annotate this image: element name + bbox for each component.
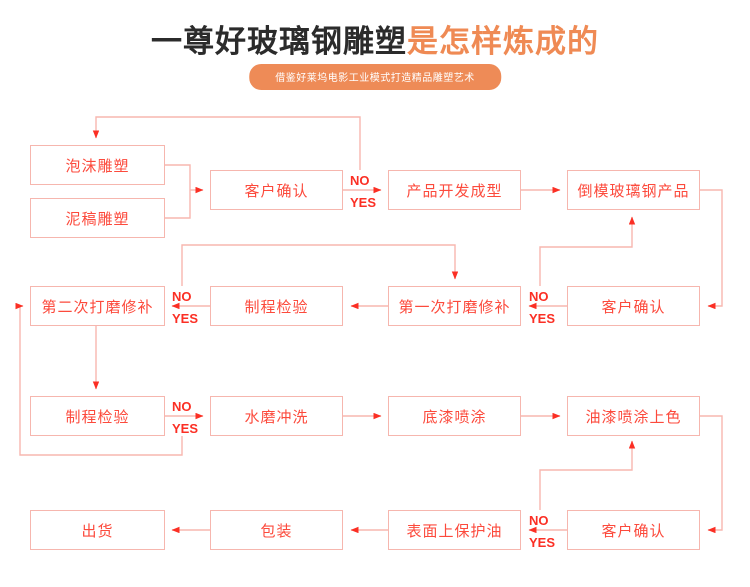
- decision-no-1: NO: [350, 173, 370, 188]
- decision-yes-2: YES: [529, 311, 556, 326]
- node-paomo-diaosu[interactable]: 泡沫雕塑: [30, 145, 165, 185]
- node-nigao-diaosu[interactable]: 泥稿雕塑: [30, 198, 165, 238]
- page-title: 一尊好玻璃钢雕塑是怎样炼成的: [0, 16, 750, 61]
- node-diqi-pentu[interactable]: 底漆喷涂: [388, 396, 521, 436]
- decision-yes-1: YES: [350, 195, 377, 210]
- node-zhicheng-jianyan-1[interactable]: 制程检验: [210, 286, 343, 326]
- page-title-dark-part: 一尊好玻璃钢雕塑: [151, 24, 407, 60]
- node-diyici-damo[interactable]: 第一次打磨修补: [388, 286, 521, 326]
- node-zhicheng-jianyan-2[interactable]: 制程检验: [30, 396, 165, 436]
- decision-no-3: NO: [172, 289, 192, 304]
- decision-no-2: NO: [529, 289, 549, 304]
- node-shuimo-chongxi[interactable]: 水磨冲洗: [210, 396, 343, 436]
- node-chuhuo[interactable]: 出货: [30, 510, 165, 550]
- node-dierci-damo[interactable]: 第二次打磨修补: [30, 286, 165, 326]
- node-chanpin-kaifa[interactable]: 产品开发成型: [388, 170, 521, 210]
- node-kehu-queren-1[interactable]: 客户确认: [210, 170, 343, 210]
- decision-yes-5: YES: [529, 535, 556, 550]
- page-title-accent-part: 是怎样炼成的: [407, 24, 599, 60]
- node-baozhuang[interactable]: 包装: [210, 510, 343, 550]
- node-biaomian-baohuyou[interactable]: 表面上保护油: [388, 510, 521, 550]
- decision-no-4: NO: [172, 399, 192, 414]
- node-kehu-queren-3[interactable]: 客户确认: [567, 510, 700, 550]
- page-header: 一尊好玻璃钢雕塑是怎样炼成的 借鉴好莱坞电影工业模式打造精品雕塑艺术: [0, 0, 750, 95]
- decision-no-5: NO: [529, 513, 549, 528]
- node-youqi-pentu-shangse[interactable]: 油漆喷涂上色: [567, 396, 700, 436]
- node-kehu-queren-2[interactable]: 客户确认: [567, 286, 700, 326]
- decision-yes-4: YES: [172, 421, 199, 436]
- decision-yes-3: YES: [172, 311, 199, 326]
- node-daomo-boliegang[interactable]: 倒模玻璃钢产品: [567, 170, 700, 210]
- subtitle-badge: 借鉴好莱坞电影工业模式打造精品雕塑艺术: [249, 64, 501, 90]
